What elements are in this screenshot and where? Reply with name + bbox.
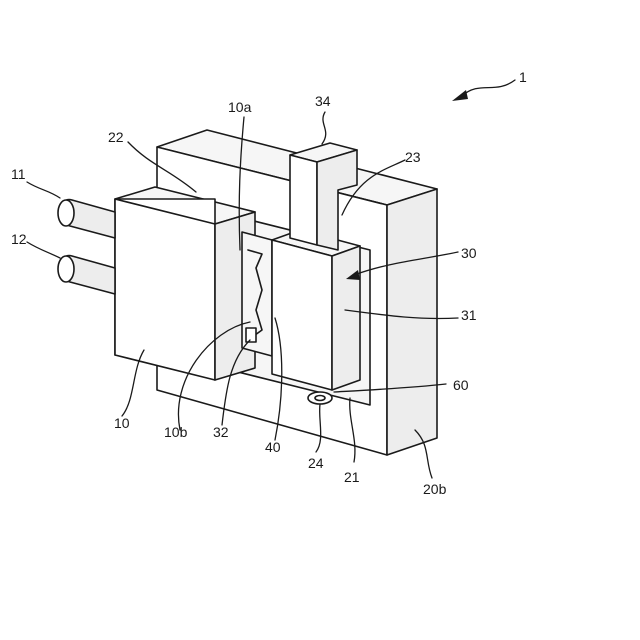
spring-ring	[308, 392, 332, 404]
callout-22: 22	[108, 129, 124, 145]
callout-23: 23	[405, 149, 421, 165]
callout-24: 24	[308, 455, 324, 471]
callout-11: 11	[11, 166, 26, 182]
callout-1: 1	[519, 69, 527, 85]
callout-34: 34	[315, 93, 331, 109]
callout-10b: 10b	[164, 424, 188, 440]
callout-10a: 10a	[228, 99, 252, 115]
cable-11	[58, 200, 115, 238]
callout-40: 40	[265, 439, 281, 455]
callout-60: 60	[453, 377, 469, 393]
connector-body	[115, 187, 255, 380]
callout-10: 10	[114, 415, 130, 431]
callout-32: 32	[213, 424, 229, 440]
cable-12	[58, 256, 115, 294]
callout-20b: 20b	[423, 481, 447, 497]
callout-30: 30	[461, 245, 477, 261]
engagement-parts	[242, 232, 272, 356]
callout-12: 12	[11, 231, 27, 247]
callout-21: 21	[344, 469, 360, 485]
callout-31: 31	[461, 307, 477, 323]
